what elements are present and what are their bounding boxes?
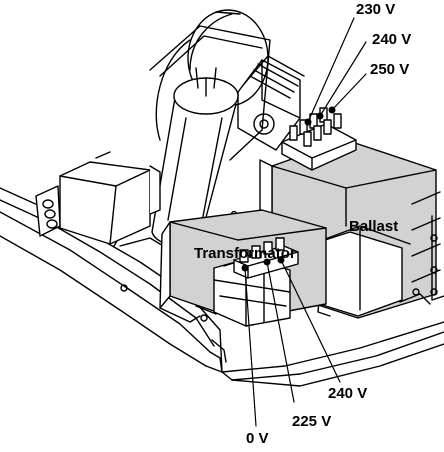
leader-240v-ballast [319,41,367,117]
tap-label-240v-ballast: 240 V [372,31,412,48]
igniter-box [35,151,161,245]
tap-label-250v: 250 V [370,61,410,78]
leader-lines [244,17,367,427]
tap-label-225v: 225 V [292,413,332,430]
mounting-plate [149,11,271,161]
leader-250v [331,73,367,111]
gear-motor [237,55,305,151]
tap-label-230v: 230 V [356,1,396,18]
tap-label-240v-transformer: 240 V [328,385,368,402]
ballast-label: Ballast [349,218,399,235]
transformer-label: Transformator [194,245,296,262]
leader-225v [266,261,295,403]
ballast-terminal-block [281,107,357,171]
tap-label-0v: 0 V [246,430,269,447]
leader-240v-transformer [280,259,341,383]
leader-230v [307,17,355,123]
leader-0v [244,267,257,427]
